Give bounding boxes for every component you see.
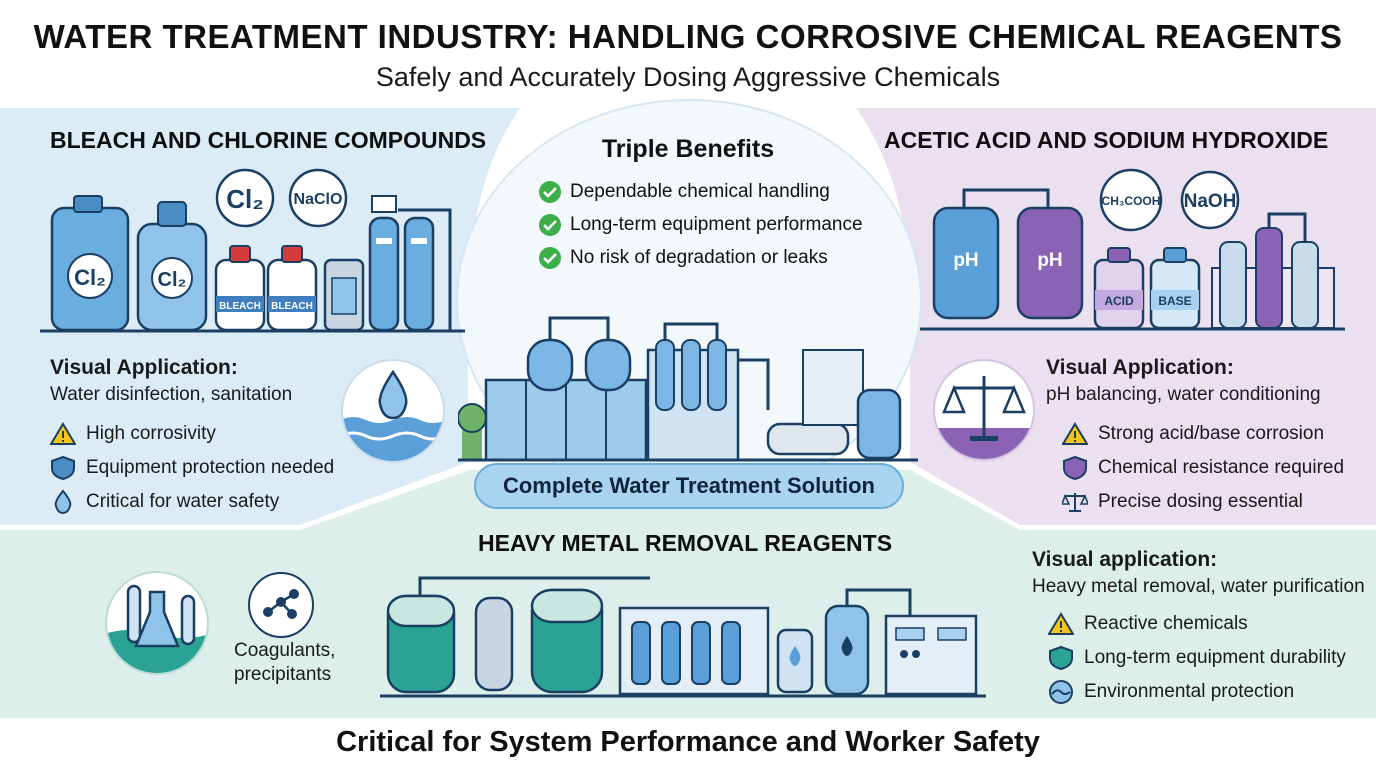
lab-glassware-emblem	[105, 571, 209, 675]
chlorine-jug: Cl₂	[50, 195, 130, 332]
acid-item-1: Strong acid/base corrosion	[1062, 422, 1324, 446]
svg-text:pH: pH	[953, 250, 978, 271]
water-drop-emblem	[341, 359, 445, 463]
svg-text:ACID: ACID	[1104, 294, 1134, 308]
dosing-rack	[1211, 212, 1335, 329]
acid-item-2: Chemical resistance required	[1062, 456, 1344, 480]
scale-icon	[1062, 493, 1088, 512]
wave-icon	[1049, 680, 1073, 704]
svg-text:pH: pH	[1037, 250, 1062, 271]
acid-base-illustration: CH₃COOH NaOH pH pH ACID BASE	[920, 168, 1345, 331]
svg-text:Cl₂: Cl₂	[226, 184, 264, 214]
sodium-hydroxide-badge: NaOH	[1180, 170, 1240, 230]
warning-icon	[50, 422, 76, 445]
bleach-app-text: Water disinfection, sanitation	[50, 384, 293, 405]
page-subtitle: Safely and Accurately Dosing Aggressive …	[375, 62, 1001, 92]
shield-icon	[1049, 646, 1073, 670]
bleach-item-2: Equipment protection needed	[50, 456, 334, 480]
page-title: WATER TREATMENT INDUSTRY: HANDLING CORRO…	[33, 18, 1343, 55]
acid-jug: ACID	[1093, 247, 1145, 330]
acid-app-label: Visual Application:	[1046, 356, 1234, 379]
check-icon	[539, 247, 561, 269]
chlorine-bottle: Cl₂	[136, 201, 208, 332]
svg-text:BLEACH: BLEACH	[219, 301, 261, 312]
metal-item-2: Long-term equipment durability	[1048, 646, 1346, 670]
metal-app-text: Heavy metal removal, water purification	[1032, 576, 1365, 597]
molecule-icon	[248, 572, 314, 638]
metal-app-label: Visual application:	[1032, 548, 1218, 571]
metal-heading: HEAVY METAL REMOVAL REAGENTS	[478, 530, 893, 556]
filtration-unit	[323, 195, 452, 332]
benefit-item-1: Dependable chemical handling	[538, 180, 830, 204]
bleach-illustration: Cl₂ NaClO Cl₂ Cl₂ BLEACH	[40, 168, 465, 333]
metal-side-text-1: Coagulants,	[234, 640, 336, 661]
center-caption-pill: Complete Water Treatment Solution	[474, 463, 904, 509]
acid-item-3: Precise dosing essential	[1062, 490, 1303, 514]
bleach-app-label: Visual Application:	[50, 356, 238, 379]
check-icon	[539, 181, 561, 203]
check-icon	[539, 214, 561, 236]
metal-side-text-2: precipitants	[234, 664, 332, 685]
acid-heading: ACETIC ACID AND SODIUM HYDROXIDE	[884, 127, 1329, 153]
shield-icon	[51, 456, 75, 480]
acid-app-text: pH balancing, water conditioning	[1046, 384, 1321, 405]
metal-item-3: Environmental protection	[1048, 680, 1294, 704]
bleach-item-1: High corrosivity	[50, 422, 216, 446]
bleach-bottle-2: BLEACH	[266, 245, 318, 332]
svg-text:BASE: BASE	[1158, 294, 1191, 308]
bleach-bottle-1: BLEACH	[214, 245, 266, 332]
center-title: Triple Benefits	[601, 135, 775, 163]
svg-text:NaOH: NaOH	[1184, 191, 1237, 212]
warning-icon	[1062, 422, 1088, 445]
chlorine-formula-badge: Cl₂	[215, 168, 275, 228]
metal-removal-plant-illustration	[380, 576, 986, 698]
svg-text:CH₃COOH: CH₃COOH	[1102, 194, 1161, 208]
footer-tagline: Critical for System Performance and Work…	[336, 726, 1040, 758]
bleach-heading: BLEACH AND CHLORINE COMPOUNDS	[50, 127, 487, 153]
acetic-acid-badge: CH₃COOH	[1099, 168, 1163, 232]
droplet-icon	[54, 490, 72, 514]
bleach-item-3: Critical for water safety	[50, 490, 279, 514]
base-jug: BASE	[1149, 247, 1201, 330]
water-treatment-plant-illustration	[458, 316, 918, 462]
benefit-item-3: No risk of degradation or leaks	[538, 246, 828, 270]
benefit-item-2: Long-term equipment performance	[538, 213, 863, 237]
sodium-hypochlorite-badge: NaClO	[288, 168, 348, 228]
metal-item-1: Reactive chemicals	[1048, 612, 1248, 636]
shield-icon	[1063, 456, 1087, 480]
svg-text:Cl₂: Cl₂	[158, 269, 187, 291]
svg-text:BLEACH: BLEACH	[271, 301, 313, 312]
balance-scale-emblem	[933, 359, 1035, 461]
svg-text:Cl₂: Cl₂	[74, 265, 106, 290]
ph-tank-blue: pH	[932, 206, 1000, 320]
warning-icon	[1048, 612, 1074, 635]
ph-tank-purple: pH	[1016, 206, 1084, 320]
svg-text:NaClO: NaClO	[294, 191, 343, 208]
